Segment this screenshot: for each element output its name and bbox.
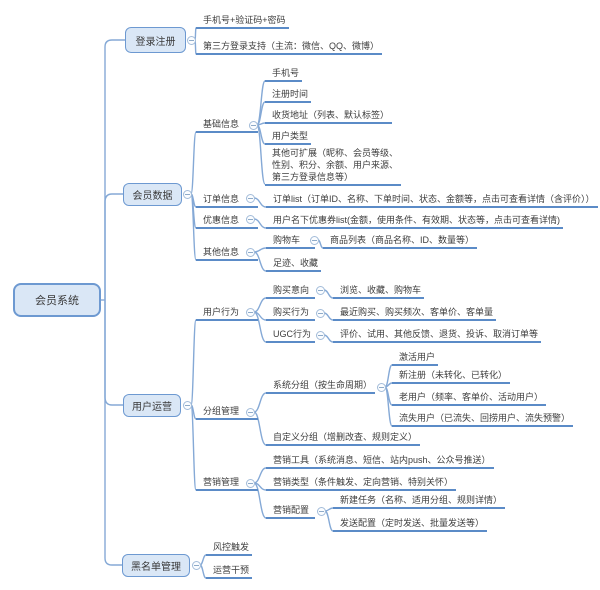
collapse-icon[interactable]: [246, 194, 255, 203]
node-risk-trigger[interactable]: 风控触发: [206, 541, 253, 556]
node-grouping[interactable]: 分组管理: [196, 405, 258, 420]
node-other-info[interactable]: 其他信息: [196, 246, 258, 261]
node-basic-info[interactable]: 基础信息: [196, 118, 258, 133]
collapse-icon[interactable]: [310, 236, 319, 245]
topic-user-ops[interactable]: 用户运营: [123, 394, 181, 417]
collapse-icon[interactable]: [316, 286, 325, 295]
root-topic[interactable]: 会员系统: [13, 283, 101, 317]
node-marketing[interactable]: 营销管理: [196, 476, 258, 491]
node-basic-phone[interactable]: 手机号: [265, 67, 303, 82]
node-coupon-list[interactable]: 用户名下优惠券list(金额，使用条件、有效期、状态等，点击可查看详情): [266, 214, 563, 229]
collapse-icon[interactable]: [249, 121, 258, 130]
collapse-icon[interactable]: [316, 309, 325, 318]
node-login-third-party[interactable]: 第三方登录支持（主流：微信、QQ、微博）: [196, 40, 383, 55]
collapse-icon[interactable]: [183, 401, 192, 410]
node-footprint[interactable]: 足迹、收藏: [266, 257, 322, 272]
node-group-active[interactable]: 激活用户: [392, 351, 439, 366]
collapse-icon[interactable]: [246, 408, 255, 417]
node-basic-user-type[interactable]: 用户类型: [265, 130, 312, 145]
node-buy-behavior-items[interactable]: 最近购买、购买频次、客单价、客单量: [333, 306, 497, 321]
topic-login[interactable]: 登录注册: [125, 27, 186, 53]
node-basic-extend[interactable]: 其他可扩展（昵称、会员等级、性别、积分、余额、用户来源、第三方登录信息等）: [265, 147, 401, 186]
node-custom-group[interactable]: 自定义分组（增删改查、规则定义）: [266, 431, 421, 446]
collapse-icon[interactable]: [377, 383, 386, 392]
collapse-icon[interactable]: [317, 507, 326, 516]
topic-member-data[interactable]: 会员数据: [123, 183, 182, 206]
node-cart-goods[interactable]: 商品列表（商品名称、ID、数量等）: [323, 234, 478, 249]
node-group-old[interactable]: 老用户（频率、客单价、活动用户）: [392, 391, 547, 406]
topic-blacklist[interactable]: 黑名单管理: [122, 554, 190, 577]
collapse-icon[interactable]: [316, 331, 325, 340]
node-mkt-config[interactable]: 营销配置: [266, 504, 315, 519]
node-mkt-send[interactable]: 发送配置（定时发送、批量发送等）: [333, 517, 488, 532]
collapse-icon[interactable]: [192, 561, 201, 570]
collapse-icon[interactable]: [246, 248, 255, 257]
node-ugc-items[interactable]: 评价、试用、其他反馈、退货、投诉、取消订单等: [333, 328, 542, 343]
node-group-new[interactable]: 新注册（未转化、已转化）: [392, 369, 511, 384]
collapse-icon[interactable]: [246, 308, 255, 317]
node-ops-intervene[interactable]: 运营干预: [206, 564, 253, 579]
node-sys-group[interactable]: 系统分组（按生命周期）: [266, 379, 376, 394]
node-ugc[interactable]: UGC行为: [266, 328, 315, 343]
node-mkt-task[interactable]: 新建任务（名称、适用分组、规则详情）: [333, 494, 506, 509]
node-basic-reg-time[interactable]: 注册时间: [265, 88, 312, 103]
collapse-icon[interactable]: [183, 190, 192, 199]
node-buy-intent[interactable]: 购买意向: [266, 284, 315, 299]
collapse-icon[interactable]: [246, 215, 255, 224]
node-coupon-info[interactable]: 优惠信息: [196, 214, 258, 229]
node-buy-behavior[interactable]: 购买行为: [266, 306, 315, 321]
collapse-icon[interactable]: [246, 479, 255, 488]
node-mkt-tools[interactable]: 营销工具（系统消息、短信、站内push、公众号推送）: [266, 454, 494, 469]
node-basic-address[interactable]: 收货地址（列表、默认标签）: [265, 109, 393, 124]
node-order-list[interactable]: 订单list（订单ID、名称、下单时间、状态、金额等，点击可查看详情（含评价））: [266, 193, 598, 208]
node-mkt-types[interactable]: 营销类型（条件触发、定向营销、特别关怀）: [266, 476, 457, 491]
node-login-method[interactable]: 手机号+验证码+密码: [196, 14, 289, 29]
node-group-lost[interactable]: 流失用户（已流失、回捞用户、流失预警）: [392, 412, 574, 427]
node-behavior[interactable]: 用户行为: [196, 306, 258, 321]
collapse-icon[interactable]: [187, 36, 196, 45]
node-cart[interactable]: 购物车: [266, 234, 315, 249]
node-buy-intent-items[interactable]: 浏览、收藏、购物车: [333, 284, 425, 299]
node-order-info[interactable]: 订单信息: [196, 193, 258, 208]
